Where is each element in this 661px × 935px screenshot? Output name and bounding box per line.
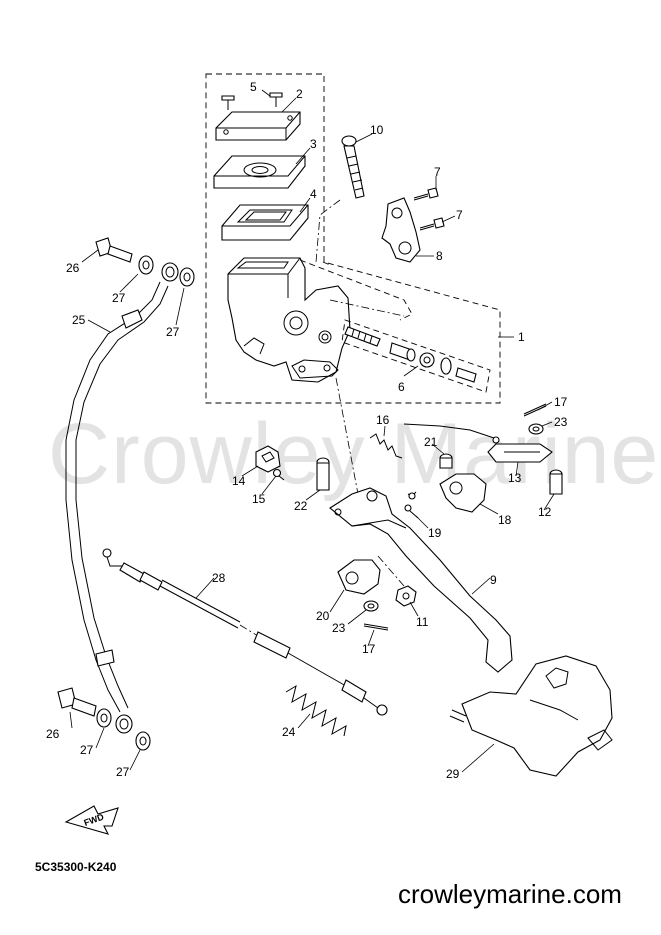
callout-26b: 26: [46, 727, 60, 741]
cover-29: [449, 655, 613, 777]
washer-23a: [528, 423, 544, 435]
washer-27a: [138, 255, 154, 275]
callout-4: 4: [310, 187, 317, 201]
washer-27c: [96, 708, 112, 728]
union-bolt-26a: [95, 237, 133, 263]
callout-24: 24: [282, 725, 296, 739]
callout-12: 12: [538, 505, 552, 519]
cotter-pin-17a: [523, 403, 547, 417]
cable-wire: [403, 423, 495, 439]
callout-26a: 26: [66, 261, 80, 275]
screw-15: [272, 468, 285, 481]
callout-27d: 27: [116, 765, 130, 779]
pin-12: [549, 469, 563, 495]
callout-23a: 23: [554, 415, 568, 429]
callout-28: 28: [212, 571, 226, 585]
callout-22: 22: [294, 499, 308, 513]
callout-5: 5: [250, 80, 257, 94]
callout-20: 20: [316, 609, 330, 623]
callout-27c: 27: [80, 743, 94, 757]
clutch-lever: [329, 487, 513, 673]
callout-29: 29: [446, 767, 460, 781]
diagram-code: 5C35300-K240: [35, 860, 117, 874]
bolt-7a: [413, 187, 439, 201]
callout-10: 10: [370, 123, 384, 137]
spring-24: [285, 684, 347, 737]
callout-3: 3: [310, 137, 317, 151]
master-cylinder-body: [227, 257, 351, 383]
callout-numbers: 5 2 3 4 10 7 7 8 1 6 16 21 17 23 13 12 1…: [46, 80, 568, 781]
callout-19: 19: [428, 526, 442, 540]
callout-7b: 7: [456, 208, 463, 222]
pivot-pin-22: [316, 457, 330, 491]
hose-25: [65, 262, 179, 734]
washer-23b: [363, 600, 379, 612]
callout-18: 18: [498, 513, 512, 527]
spring-16: [369, 433, 403, 459]
switch-14: [255, 445, 281, 473]
pivot-bolt-10: [341, 135, 365, 199]
callout-23b: 23: [332, 621, 346, 635]
callout-25: 25: [72, 313, 86, 327]
callout-17a: 17: [554, 395, 568, 409]
forward-arrow-icon: [64, 805, 119, 835]
cable-holder-13: [487, 443, 553, 463]
washer-27b: [179, 267, 195, 287]
callout-8: 8: [436, 249, 443, 263]
reservoir-cap: [215, 111, 301, 141]
holder-20: [337, 559, 381, 595]
nut-11: [395, 585, 417, 607]
callout-6: 6: [398, 380, 405, 394]
bolt-7b: [419, 217, 445, 231]
adjuster-21: [439, 453, 453, 469]
holder-8: [381, 197, 421, 263]
callout-13: 13: [508, 471, 522, 485]
diaphragm-plate: [213, 155, 306, 189]
callout-27a: 27: [112, 291, 126, 305]
callout-21: 21: [424, 435, 438, 449]
washer-27d: [135, 731, 151, 751]
callout-15: 15: [252, 492, 266, 506]
holder-18: [439, 473, 487, 513]
screw-5b: [269, 92, 283, 107]
callout-27b: 27: [166, 325, 180, 339]
website-label: crowleymarine.com: [398, 879, 622, 909]
callout-17b: 17: [362, 642, 376, 656]
leader-lines: [69, 89, 555, 773]
callout-16: 16: [376, 413, 390, 427]
clutch-cable-28: [102, 548, 388, 716]
callout-7a: 7: [434, 165, 441, 179]
callout-11: 11: [416, 615, 429, 629]
callout-1: 1: [518, 330, 525, 344]
piston-kit: [341, 319, 491, 393]
union-bolt-26b: [57, 687, 97, 717]
callout-2: 2: [296, 87, 303, 101]
cotter-pin-17b: [363, 623, 389, 631]
callout-14: 14: [232, 474, 246, 488]
callout-9: 9: [490, 573, 497, 587]
screw-5a: [221, 95, 235, 110]
assembly-boundary: [205, 73, 501, 404]
